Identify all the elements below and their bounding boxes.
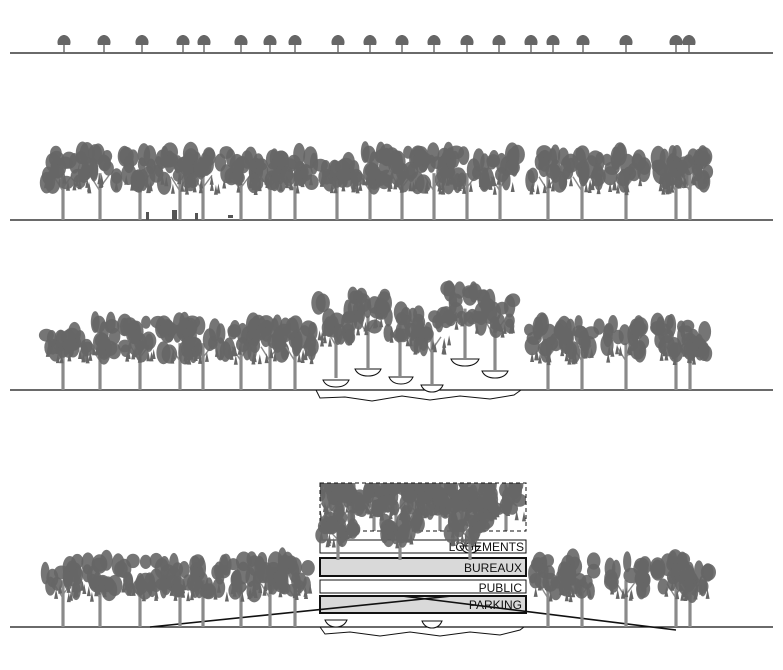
tree-icon [525,144,569,220]
tree-icon [80,311,121,390]
tree-icon [234,35,248,53]
tree-icon [664,145,714,220]
tree-icon [39,145,86,220]
planter-pot [420,384,444,393]
tree-icon [135,35,149,53]
tree-icon [600,315,650,390]
tree-icon [315,509,361,560]
tree-icon [619,35,633,53]
tree-icon [682,35,696,53]
tree-icon [460,35,474,53]
tree-icon [666,313,713,390]
tree-icon [97,35,111,53]
tree-icon [556,315,605,390]
tree-icon [602,142,652,220]
parking-volume [319,595,527,614]
tree-icon [311,291,359,378]
planter-pot [450,358,480,367]
logements-label: LOGEMENTS [449,540,524,554]
tree-icon [117,143,164,220]
planter-pot [481,370,509,379]
tree-icon [178,554,226,627]
tree-icon [197,35,211,53]
tree-icon [176,35,190,53]
planter-pot [421,620,443,629]
tree-icon [474,288,521,370]
tree-icon [666,551,717,627]
bureaux-volume [319,557,527,577]
stage-3-excavation [10,280,773,402]
bureaux-label: BUREAUX [464,561,522,575]
logements-volume [319,539,527,554]
tree-icon [273,554,315,627]
tree-icon [546,35,560,53]
tree-icon [176,311,226,390]
tree-icon [576,35,590,53]
tree-icon [179,141,227,220]
stage-2-grown-trees [10,141,773,221]
tree-icon [273,315,319,390]
ramp-line-left [149,595,453,628]
stage-4-building: LOGEMENTS BUREAUX PUBLIC PARKING [10,482,773,637]
tree-icon [263,35,277,53]
planter-pot [388,376,414,385]
tree-icon [40,553,84,627]
tree-icon [395,35,409,53]
small-figures [146,210,233,220]
tree-icon [560,145,606,220]
public-volume [319,579,527,594]
tree-icon [75,141,123,220]
planter-pot [322,379,350,388]
tree-icon [669,35,683,53]
tree-icon [331,35,345,53]
roof-garden-box [319,482,527,532]
tree-icon [604,551,652,627]
tree-icon [312,151,360,220]
tree-icon [379,143,428,220]
parking-label: PARKING [469,598,522,612]
tree-icon [80,549,125,627]
tree-icon [271,142,319,220]
planter-pots [322,358,509,393]
tree-icon [288,35,302,53]
public-label: PUBLIC [479,581,523,595]
tree-icon [114,552,164,627]
tree-icon [363,35,377,53]
planter-pot [354,368,382,377]
ramp-line-right [401,595,677,631]
planter-pot [324,619,348,628]
excavation-outline [315,389,522,402]
tree-icon [492,35,506,53]
tree-icon [556,548,601,627]
tree-icon [427,35,441,53]
excavation-outline-4 [319,626,525,637]
tree-icon [443,505,495,560]
stage-1-young-trees [10,35,773,54]
tree-icon [524,35,538,53]
tree-icon [117,313,166,390]
tree-icon [379,504,425,560]
tree-icon [57,35,71,53]
tree-icon [478,142,525,220]
tree-icon [38,321,86,390]
tree-icon [482,483,526,531]
